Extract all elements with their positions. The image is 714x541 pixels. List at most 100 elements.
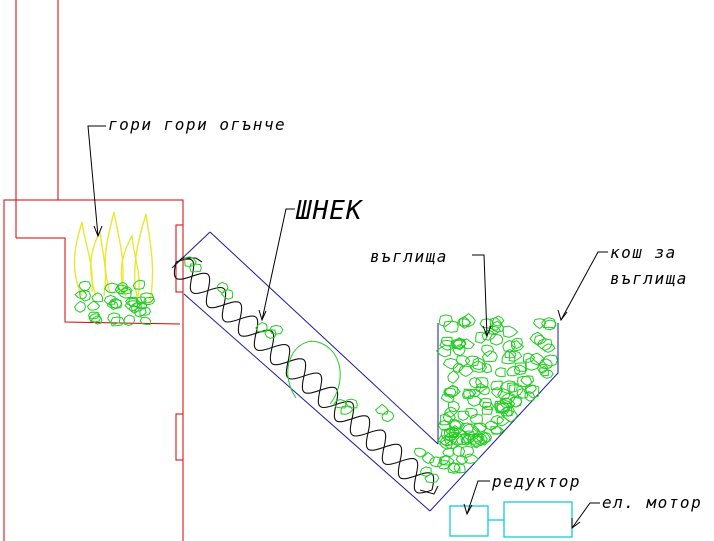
coal-lump	[448, 431, 464, 447]
coal-lump	[87, 311, 100, 320]
coal-lump	[459, 422, 474, 434]
coal-lump	[78, 280, 92, 292]
coal-lump	[508, 350, 523, 362]
coal-lump	[448, 426, 461, 439]
motor-label: ел. мотор	[602, 493, 702, 512]
coal-lump	[469, 360, 488, 373]
coal-lump	[539, 365, 549, 377]
coal-lump	[499, 380, 516, 395]
coal-lump	[490, 425, 505, 435]
coal-lump	[424, 473, 440, 484]
coal-lump	[507, 382, 518, 393]
coal-lump	[125, 296, 140, 307]
coal-lump	[413, 447, 427, 458]
auger-screw	[173, 257, 439, 495]
coal-lump	[374, 403, 389, 415]
fire-label: гори гори огънче	[108, 115, 286, 134]
coal-lump	[110, 316, 125, 327]
coal-lump	[499, 397, 516, 409]
coal-lump	[143, 296, 155, 306]
coal-lump	[440, 336, 453, 347]
gearbox-box	[449, 505, 489, 537]
coal-lump	[492, 315, 505, 327]
coal-lump	[139, 316, 152, 325]
coal-lump	[497, 388, 511, 400]
coal-lump	[464, 355, 480, 367]
coal-lump	[440, 413, 454, 426]
coal-lump	[435, 344, 452, 358]
coal-lump	[496, 416, 510, 427]
coal-lump	[481, 350, 498, 363]
coal-lump	[460, 338, 475, 350]
coal-lump	[468, 376, 482, 389]
coal-lump	[104, 282, 121, 294]
coal-lump	[220, 289, 234, 300]
hopper-label-line1: кош за	[610, 243, 677, 262]
coal-lump	[438, 314, 453, 327]
coal-lump	[464, 407, 478, 419]
coal-lump	[472, 432, 488, 447]
coal-lump	[469, 413, 483, 425]
coal-lump	[345, 398, 358, 409]
coal-lump	[464, 453, 480, 464]
coal-lump	[479, 431, 493, 443]
coal-label: въглища	[370, 247, 448, 266]
coal-lump	[381, 410, 395, 423]
coal-lump	[340, 405, 354, 415]
coal-lump	[478, 385, 491, 396]
coal-lump	[447, 462, 461, 474]
coal-lump	[481, 329, 497, 341]
stove-body	[3, 0, 184, 541]
coal-lump	[514, 362, 527, 372]
coal-lump	[475, 382, 488, 394]
coal-lump	[499, 392, 516, 405]
coal-lump	[481, 405, 493, 415]
coal-lump	[449, 420, 462, 432]
auger-label: ШНЕК	[295, 196, 364, 226]
coal-lump	[482, 401, 494, 411]
coal-label-group: въглища	[370, 247, 492, 338]
coal-lump	[114, 284, 129, 295]
coal-lump	[461, 312, 476, 328]
coal-lump	[453, 463, 466, 474]
coal-lump	[437, 435, 453, 447]
firebox-coal-pile	[74, 279, 155, 327]
tube-coal	[184, 256, 450, 484]
coal-lump	[86, 300, 101, 311]
coal-lump	[541, 317, 557, 329]
coal-lump	[140, 292, 155, 304]
coal-lump	[490, 414, 505, 425]
hopper-label-line2: въглища	[610, 269, 688, 288]
coal-lump	[504, 349, 517, 359]
coal-lump	[489, 316, 503, 331]
flame-icon	[73, 211, 154, 303]
coal-lump	[513, 364, 528, 376]
hopper-label-group: кош за въглища	[557, 243, 688, 322]
coal-lump	[103, 294, 116, 305]
fire-label-group: гори гори огънче	[87, 115, 286, 238]
coal-lump	[525, 357, 541, 371]
gearbox-label: редуктор	[491, 472, 581, 491]
coal-lump	[439, 339, 457, 351]
coal-lump	[489, 333, 504, 346]
coal-lump	[457, 410, 470, 421]
coal-lump	[216, 281, 229, 294]
coal-lump	[517, 375, 533, 388]
auger-tube	[171, 231, 559, 512]
coal-lump	[506, 365, 521, 377]
auger-label-group: ШНЕК	[258, 196, 364, 322]
coal-sketch-arc	[287, 340, 341, 405]
coal-lump	[88, 313, 101, 323]
coal-lump	[541, 354, 558, 367]
coal-lump	[333, 398, 347, 409]
coal-lump	[437, 460, 452, 470]
coal-lump	[501, 350, 516, 365]
coal-lump	[452, 445, 466, 457]
coal-lump	[447, 370, 460, 384]
coal-lump	[90, 315, 103, 325]
coal-lump	[132, 279, 146, 290]
coal-lump	[541, 343, 556, 353]
coal-lump	[130, 302, 142, 312]
coal-lump	[461, 389, 476, 400]
coal-lump	[496, 399, 512, 413]
